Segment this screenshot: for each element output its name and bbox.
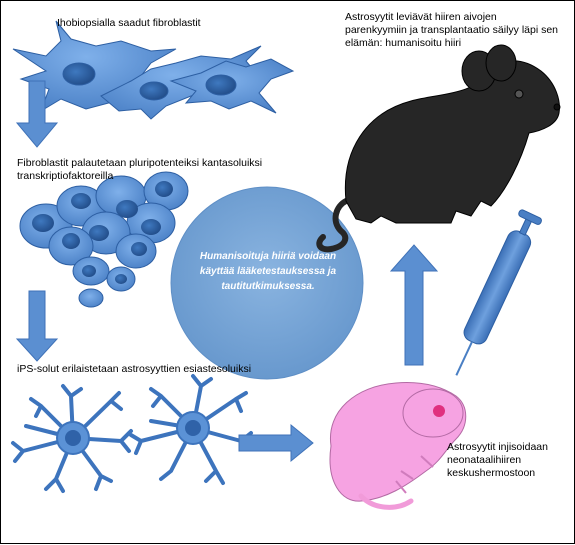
- adult-mouse-icon: [316, 44, 561, 253]
- arrow-up: [389, 244, 439, 366]
- fibroblast-nucleus: [205, 74, 237, 96]
- label-ips-part-a: iPS-solut erilaistetaan: [17, 363, 119, 375]
- pup-mouse-icon: [329, 382, 467, 510]
- ips-nucleus: [115, 274, 127, 284]
- label-mouse-line2: parenkyymiin ja transplantaatio säilyy l…: [345, 24, 559, 36]
- ips-nucleus: [32, 214, 54, 232]
- arrow-down-1: [15, 80, 59, 148]
- label-inject-line2: neonataalihiiren: [447, 454, 522, 466]
- ips-nucleus: [155, 181, 173, 197]
- ips-nucleus: [116, 200, 138, 218]
- ips-nucleus: [82, 265, 96, 277]
- ips-nucleus: [141, 219, 161, 235]
- astrocyte-cell: [11, 384, 133, 493]
- ips-cell-cluster: [19, 171, 189, 308]
- fibroblast-nucleus: [139, 81, 169, 101]
- arrow-down-2: [15, 290, 59, 362]
- label-ips-part-c: luiksi: [227, 363, 252, 375]
- ips-nucleus: [71, 193, 91, 209]
- astrocyte-cell: [129, 374, 253, 485]
- ips-nucleus: [89, 225, 109, 241]
- label-inject-line3: keskushermostoon: [447, 467, 536, 479]
- label-mouse-line3: elämän: humanisoitu hiiri: [345, 37, 462, 49]
- label-reprogram-line1: Fibroblastit palautetaan pluripotenteiks…: [17, 157, 263, 169]
- ips-nucleus: [131, 242, 147, 256]
- ips-nucleus: [62, 233, 80, 249]
- label-fibroblasts: Ihobiopsialla saadut fibroblastit: [57, 17, 201, 29]
- label-ips: iPS-solut erilaistetaan astrosyyttien es…: [17, 363, 251, 376]
- astrocyte-cells: [11, 374, 253, 493]
- fibroblast-cells: [12, 20, 295, 120]
- fibroblast-nucleus: [62, 62, 96, 86]
- label-ips-part-b: astrosyyttien esiasteso: [121, 363, 228, 375]
- ips-cell: [78, 288, 104, 308]
- label-mouse-line1: Astrosyytit leviävät hiiren aivojen: [345, 11, 497, 23]
- process-arrows: [15, 80, 439, 463]
- arrow-right: [238, 423, 314, 463]
- center-circle: [170, 186, 364, 380]
- label-inject-line1: Astrosyytit injisoidaan: [447, 441, 548, 453]
- center-note: Humanisoituja hiiriä voidaan käyttää lää…: [199, 251, 337, 292]
- syringe-icon: [455, 209, 542, 376]
- label-reprogram-line2: transkriptiofaktoreilla: [17, 170, 114, 182]
